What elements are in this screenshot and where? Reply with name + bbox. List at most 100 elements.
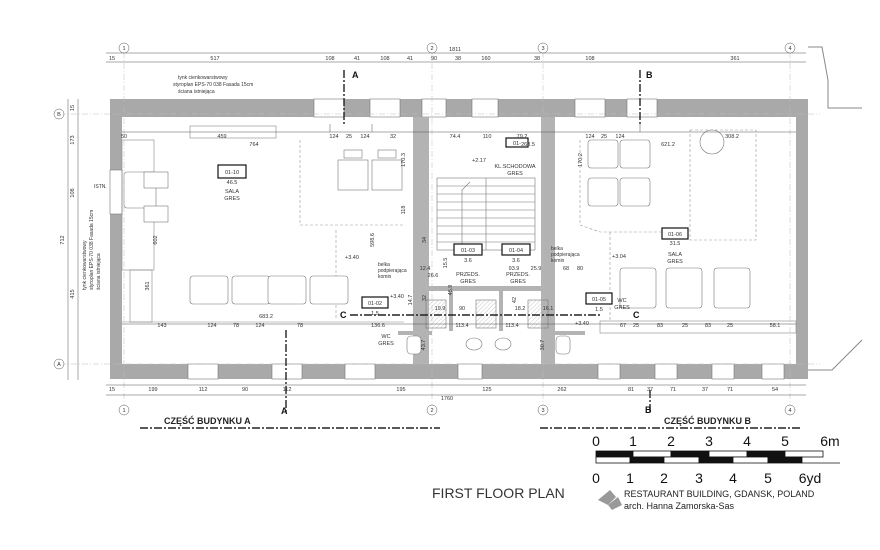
svg-text:42: 42 [512, 297, 518, 303]
wall-note-top: tynk cienkowarstwowy styroplan EPS-70 03… [173, 75, 253, 95]
svg-text:173: 173 [70, 135, 76, 144]
dim-top-total: 1811 [449, 47, 461, 53]
grid-col-3-top: 3 [541, 46, 544, 52]
svg-text:78: 78 [297, 323, 303, 329]
svg-text:38: 38 [534, 56, 540, 62]
svg-text:83: 83 [705, 323, 711, 329]
svg-text:108: 108 [380, 56, 389, 62]
level-marks: +2.17 +3.40 +3.04 +3.40 +3.40 [345, 158, 626, 327]
grid-axis-lines [60, 52, 820, 410]
svg-text:+3.04: +3.04 [612, 254, 626, 260]
svg-text:6m: 6m [820, 433, 839, 449]
svg-text:tynk cienkowarstwowy: tynk cienkowarstwowy [178, 75, 228, 81]
svg-text:170.3: 170.3 [401, 153, 407, 167]
dimension-lines [67, 52, 806, 396]
room-klatka: 01- KL.SCHODOWA GRES [494, 141, 535, 177]
top-dimension-chain: 15 517 108 41 108 41 90 38 160 38 108 36… [109, 56, 740, 62]
svg-text:113.4: 113.4 [455, 323, 468, 329]
plan-title: FIRST FLOOR PLAN [432, 485, 565, 501]
svg-text:32: 32 [390, 134, 396, 140]
svg-text:01-06: 01-06 [668, 232, 682, 238]
svg-text:34: 34 [422, 237, 428, 243]
svg-text:361: 361 [145, 281, 151, 290]
svg-text:74.4: 74.4 [450, 134, 461, 140]
svg-text:GRES: GRES [667, 259, 683, 265]
svg-text:+3.40: +3.40 [575, 321, 589, 327]
svg-text:93.9: 93.9 [509, 266, 520, 272]
svg-text:25: 25 [633, 323, 639, 329]
inner-dimensions-upper: 50 459 764 124 25 124 32 74.4 110 79.2 2… [121, 134, 739, 148]
bench-outlines [121, 125, 797, 334]
section-mark-c-left: C [340, 310, 347, 320]
svg-text:90: 90 [431, 56, 437, 62]
svg-text:113.4: 113.4 [505, 323, 518, 329]
grid-col-2-bottom: 2 [430, 408, 433, 414]
svg-text:1.5: 1.5 [595, 307, 603, 313]
svg-text:43.7: 43.7 [421, 340, 427, 351]
svg-text:3: 3 [695, 470, 703, 486]
svg-text:PRZEDS.: PRZEDS. [506, 272, 530, 278]
inner-dimensions-lower: 143 124 78 124 78 683.2 67 25 83 25 83 2… [157, 314, 780, 329]
svg-text:112: 112 [283, 387, 292, 393]
part-a-label: CZĘŚĆ BUDYNKU A [164, 415, 251, 426]
svg-text:108: 108 [585, 56, 594, 62]
svg-text:37: 37 [647, 387, 653, 393]
neighbour-outline [808, 46, 863, 371]
svg-text:263.5: 263.5 [521, 142, 535, 148]
section-cut-lines [140, 70, 800, 429]
svg-text:45.9: 45.9 [448, 285, 454, 296]
svg-text:517: 517 [210, 56, 219, 62]
ist-label-left: ISTN. [94, 184, 107, 190]
svg-text:01-05: 01-05 [592, 297, 606, 303]
svg-text:3.6: 3.6 [512, 258, 520, 264]
bottom-dimension-chain: 15 199 112 90 112 195 125 262 81 37 71 3… [109, 387, 778, 393]
svg-text:262: 262 [557, 387, 566, 393]
svg-text:32: 32 [422, 295, 428, 301]
svg-text:16.1: 16.1 [543, 306, 554, 312]
svg-text:+2.17: +2.17 [472, 158, 486, 164]
beam-note-right: belka podpierająca komin [551, 246, 580, 264]
svg-text:4: 4 [743, 433, 751, 449]
svg-text:90: 90 [459, 306, 465, 312]
svg-text:81: 81 [628, 387, 634, 393]
grid-col-1-top: 1 [122, 46, 125, 52]
svg-text:PRZEDS.: PRZEDS. [456, 272, 480, 278]
svg-text:01-03: 01-03 [461, 248, 475, 254]
svg-text:41: 41 [354, 56, 360, 62]
svg-text:GRES: GRES [378, 341, 394, 347]
svg-text:+3.40: +3.40 [345, 255, 359, 261]
svg-text:143: 143 [157, 323, 166, 329]
svg-text:71: 71 [670, 387, 676, 393]
beam-note-left: belka podpierająca komin [378, 262, 407, 280]
svg-text:GRES: GRES [507, 171, 523, 177]
svg-text:110: 110 [483, 134, 492, 140]
svg-text:komin: komin [551, 258, 565, 264]
svg-text:79.2: 79.2 [517, 134, 528, 140]
svg-text:12.4: 12.4 [420, 266, 431, 272]
svg-text:83: 83 [657, 323, 663, 329]
svg-text:124: 124 [615, 134, 624, 140]
svg-text:25: 25 [346, 134, 352, 140]
svg-text:26.6: 26.6 [428, 273, 439, 279]
section-mark-b-top: B [646, 70, 653, 80]
section-mark-a-bottom: A [281, 406, 288, 416]
svg-text:1: 1 [629, 433, 637, 449]
svg-text:602: 602 [153, 235, 159, 244]
architect-name: arch. Hanna Zamorska-Sas [624, 501, 735, 511]
svg-text:125: 125 [482, 387, 491, 393]
svg-text:styroplan EPS-70 038 Fasada 15: styroplan EPS-70 038 Fasada 15cm [173, 82, 253, 88]
svg-text:3.6: 3.6 [464, 258, 472, 264]
svg-text:WC: WC [617, 298, 626, 304]
svg-text:199: 199 [148, 387, 157, 393]
section-mark-c-right: C [633, 310, 640, 320]
svg-text:124: 124 [255, 323, 264, 329]
svg-text:80: 80 [577, 266, 583, 272]
svg-text:0: 0 [592, 433, 600, 449]
svg-text:25: 25 [727, 323, 733, 329]
svg-text:19.9: 19.9 [435, 306, 446, 312]
svg-text:+3.40: +3.40 [390, 294, 404, 300]
svg-text:tynk cienkowarstwowy: tynk cienkowarstwowy [82, 240, 88, 290]
project-name: RESTAURANT BUILDING, GDANSK, POLAND [624, 489, 815, 499]
svg-text:5: 5 [764, 470, 772, 486]
